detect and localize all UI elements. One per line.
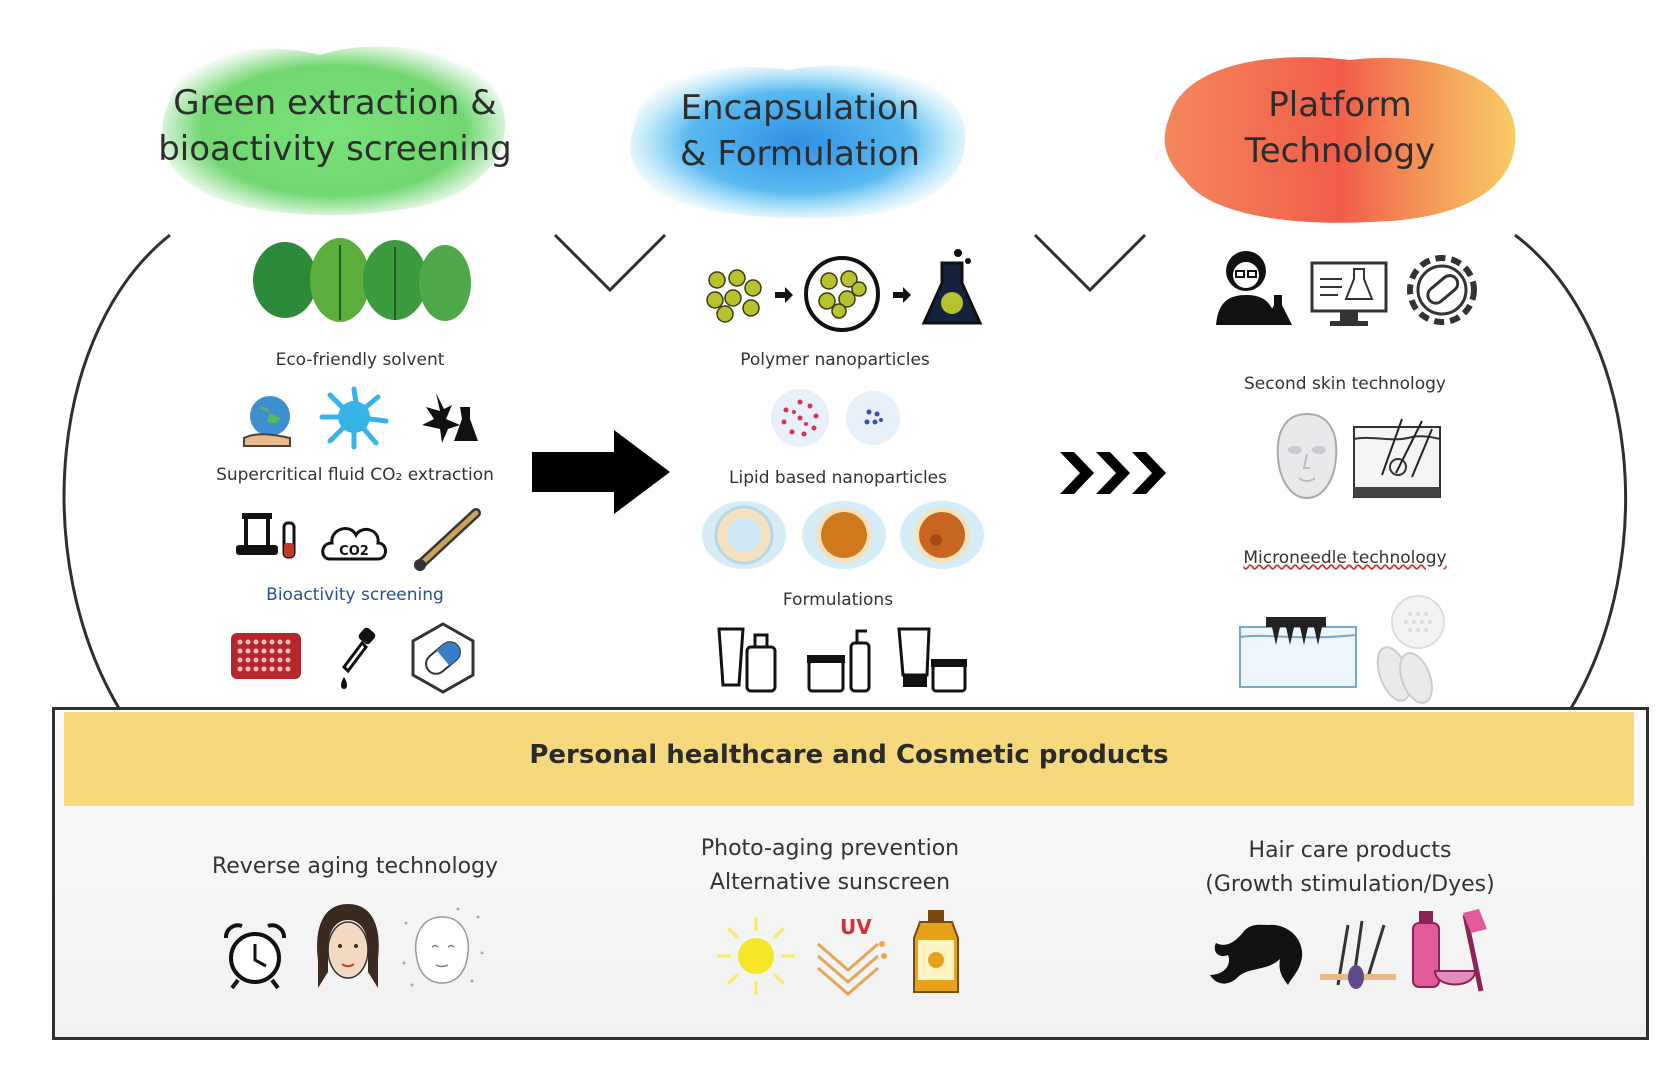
well-plate-icon: [231, 633, 301, 679]
jars-icon: [807, 629, 871, 693]
header-green-extraction: Green extraction & bioactivity screening: [158, 83, 512, 169]
header-platform-technology: Platform Technology: [1244, 85, 1436, 171]
blue-watercolor-blob: [630, 65, 966, 218]
uv-shield-icon: UV: [817, 915, 887, 996]
label-formulations: Formulations: [782, 590, 894, 610]
arrow-small-2-icon: [893, 287, 911, 303]
label-microneedle-text: Microneedle technology: [1243, 548, 1447, 568]
splash-icon: [319, 386, 389, 450]
lipid-np-orange-icon: [802, 501, 886, 569]
cream-icon: [897, 627, 967, 693]
label-eco-friendly-solvent: Eco-friendly solvent: [275, 350, 445, 370]
polymer-np-blue-icon: [846, 391, 900, 445]
mask-face-icon: [1276, 412, 1338, 500]
dropper-icon: [341, 627, 376, 689]
tubes-icon: [717, 627, 777, 693]
sun-icon: [717, 917, 795, 995]
apparatus-icon: [236, 513, 296, 559]
products-banner: Personal healthcare and Cosmetic product…: [64, 712, 1634, 806]
capsule-icon: [411, 622, 475, 694]
hair-follicle-icon: [1320, 920, 1396, 989]
microneedle-patch-icon: [1239, 617, 1357, 688]
gear-capsule-icon: [1407, 255, 1477, 325]
triple-chevron-arrow: [1060, 452, 1166, 494]
scientist-icon: [1216, 251, 1292, 325]
lab-monitor-icon: [1310, 261, 1388, 326]
co2-cloud-icon: CO2: [321, 527, 387, 561]
label-polymer-nanoparticles: Polymer nanoparticles: [740, 350, 930, 370]
herbs-icon: [253, 238, 471, 322]
label-microneedle-technology: Microneedle technology: [1225, 548, 1465, 568]
header-encapsulation: Encapsulation & Formulation: [680, 88, 920, 174]
label-second-skin-technology: Second skin technology: [1244, 374, 1446, 394]
alarm-clock-icon: [224, 923, 286, 990]
particles-icon: [706, 269, 762, 323]
label-bioactivity-screening: Bioactivity screening: [266, 585, 444, 605]
label-reverse-aging: Reverse aging technology: [211, 854, 499, 879]
arrow-small-1-icon: [775, 287, 793, 303]
label-supercritical-co2: Supercritical fluid CO₂ extraction: [216, 465, 494, 485]
banner-title: Personal healthcare and Cosmetic product…: [529, 740, 1169, 770]
skin-layers-icon: [1353, 418, 1441, 498]
eye-patch-icon: [1376, 595, 1445, 704]
sunscreen-bottle-icon: [913, 910, 959, 993]
co2-text: CO2: [339, 544, 369, 559]
hair-silhouette-icon: [1210, 924, 1303, 985]
woman-face-icon: [317, 904, 379, 988]
big-right-arrow: [532, 430, 670, 514]
green-watercolor-blob: [162, 46, 506, 215]
encapsulated-particles-icon: [804, 256, 880, 332]
sparkle-face-icon: [402, 907, 484, 987]
label-hair-care: Hair care products (Growth stimulation/D…: [1205, 838, 1495, 897]
hair-dye-icon: [1412, 909, 1487, 992]
polymer-np-red-icon: [771, 389, 829, 447]
plant-flask-icon: [422, 393, 478, 443]
label-photo-aging: Photo-aging prevention Alternative sunsc…: [700, 836, 960, 895]
thermometer-icon: [414, 508, 481, 571]
earth-hand-icon: [243, 396, 291, 447]
liposome-icon: [702, 501, 786, 569]
orange-watercolor-blob: [1164, 57, 1516, 223]
label-lipid-nanoparticles: Lipid based nanoparticles: [729, 468, 947, 488]
lipid-np-dark-icon: [900, 501, 984, 569]
flask-icon: [921, 249, 983, 325]
uv-text: UV: [840, 915, 872, 939]
